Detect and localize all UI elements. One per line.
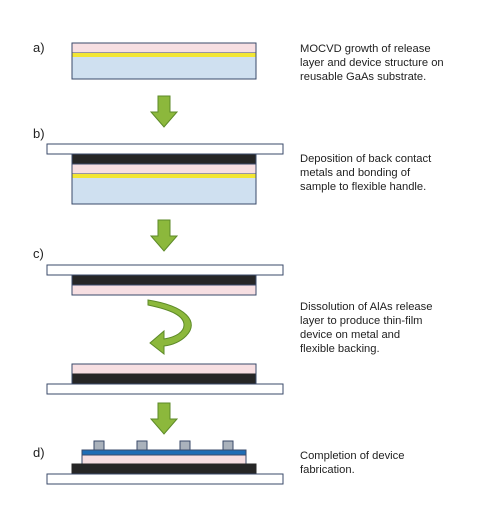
- back-contact-metal: [71, 373, 257, 385]
- step-a-caption: MOCVD growth of release layer and device…: [300, 42, 490, 84]
- caption-line: fabrication.: [300, 464, 355, 476]
- flexible-handle: [46, 473, 284, 485]
- contact-pad: [93, 440, 105, 451]
- top-contact-layer: [81, 449, 247, 456]
- caption-line: metals and bonding of: [300, 167, 411, 179]
- device-layer: [71, 163, 257, 175]
- step-d-stack: [46, 440, 284, 485]
- caption-line: Completion of device: [300, 450, 405, 462]
- step-b-caption: Deposition of back contact metals and bo…: [300, 152, 490, 194]
- caption-line: layer to produce thin-film: [300, 315, 423, 327]
- down-arrow-icon: [149, 219, 179, 252]
- step-b-stack: [46, 143, 284, 205]
- step-c-caption: Dissolution of AlAs release layer to pro…: [300, 300, 490, 356]
- step-b-label: b): [33, 126, 45, 141]
- device-layer: [81, 454, 247, 465]
- back-contact-metal: [71, 153, 257, 165]
- caption-line: reusable GaAs substrate.: [300, 71, 427, 83]
- flexible-handle: [46, 143, 284, 155]
- stack-outline: [71, 274, 257, 296]
- contact-pad: [222, 440, 234, 451]
- step-a-label: a): [33, 40, 45, 55]
- curved-flip-arrow-icon: [147, 299, 192, 356]
- step-c-label: c): [33, 246, 44, 261]
- caption-line: layer and device structure on: [300, 57, 444, 69]
- caption-line: MOCVD growth of release: [300, 43, 431, 55]
- down-arrow-icon: [149, 95, 179, 128]
- caption-line: Deposition of back contact: [300, 153, 432, 165]
- contact-pad: [179, 440, 191, 451]
- step-a-stack: [71, 42, 257, 80]
- step-d-label: d): [33, 445, 45, 460]
- down-arrow-icon: [149, 402, 179, 435]
- caption-line: flexible backing.: [300, 343, 380, 355]
- caption-line: sample to flexible handle.: [300, 181, 427, 193]
- back-contact-metal: [71, 274, 257, 286]
- device-layer: [71, 42, 257, 54]
- release-layer: [72, 174, 256, 178]
- flexible-handle: [46, 383, 284, 395]
- stack-outline: [71, 42, 257, 80]
- caption-line: Dissolution of AlAs release: [300, 301, 433, 313]
- device-layer: [71, 284, 257, 296]
- step-c-flipped-stack: [46, 363, 284, 395]
- release-layer: [72, 53, 256, 57]
- back-contact-metal: [71, 463, 257, 475]
- gaas-substrate: [72, 57, 256, 79]
- gaas-substrate: [72, 178, 256, 204]
- contact-pad: [136, 440, 148, 451]
- step-c-stack: [46, 264, 284, 296]
- step-d-caption: Completion of device fabrication.: [300, 449, 490, 477]
- stack-outline: [71, 153, 257, 205]
- caption-line: device on metal and: [300, 329, 401, 341]
- flexible-handle: [46, 264, 284, 276]
- device-layer: [71, 363, 257, 375]
